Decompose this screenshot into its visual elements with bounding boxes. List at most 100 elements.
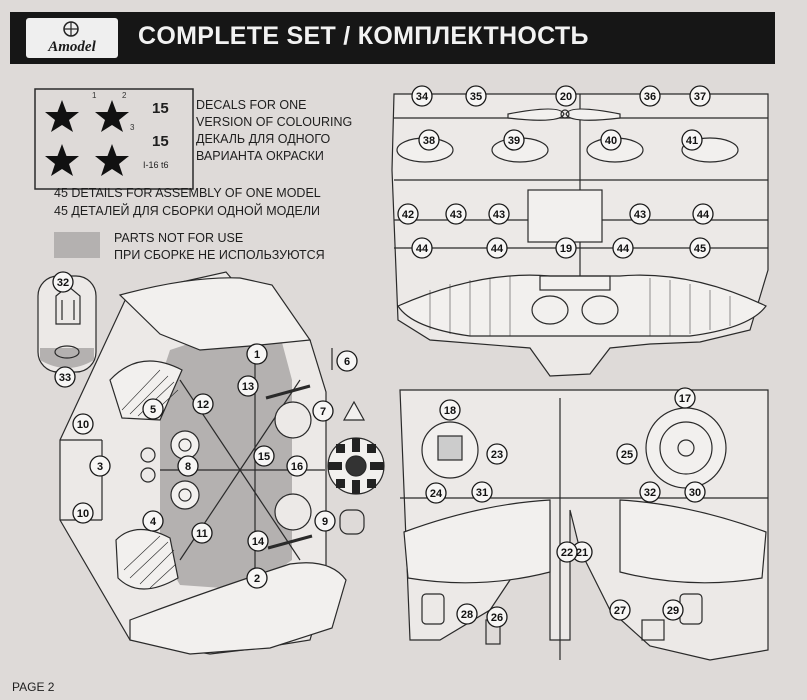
part-number-label: 1: [254, 349, 260, 361]
part-number-label: 9: [322, 516, 328, 528]
part-number-label: 44: [617, 243, 630, 255]
radial-engine: [327, 437, 385, 495]
right-top-sprue: [391, 93, 769, 377]
part-number-label: 19: [560, 243, 572, 255]
part-callout-circle: [246, 343, 268, 365]
decals-text-en-1: DECALS FOR ONE: [196, 98, 307, 112]
part-callout-circle: [425, 482, 447, 504]
part-number-label: 18: [444, 405, 456, 417]
part-callout-circle: [486, 443, 508, 465]
sprue-drawings: 1234567891010111213141516171819202122232…: [37, 85, 769, 661]
part-callout-circle: [503, 129, 525, 151]
part-number-label: 13: [242, 381, 254, 393]
part-number-label: 22: [561, 547, 573, 559]
part-callout-circle: [314, 510, 336, 532]
part-callout-circle: [54, 366, 76, 388]
part-number-label: 20: [560, 91, 572, 103]
part-callout-circle: [286, 455, 308, 477]
part-callout-circle: [192, 393, 214, 415]
decals-text-ru-1: ДЕКАЛЬ ДЛЯ ОДНОГО: [196, 132, 331, 146]
decal-number: 15: [152, 100, 169, 117]
part-number-label: 27: [614, 605, 626, 617]
part-number-label: 10: [77, 508, 89, 520]
part-callout-circle: [445, 203, 467, 225]
part-callout-circle: [629, 203, 651, 225]
part-callout-circle: [689, 237, 711, 259]
part-callout-circle: [684, 481, 706, 503]
part-number-label: 33: [59, 372, 71, 384]
part-callout-circle: [662, 599, 684, 621]
part-number-label: 26: [491, 612, 503, 624]
part-callout-circle: [89, 455, 111, 477]
part-callout-circle: [488, 203, 510, 225]
part-callout-circle: [142, 510, 164, 532]
part-callout-circle: [72, 413, 94, 435]
part-callout-circle: [674, 387, 696, 409]
part-number-label: 15: [258, 451, 270, 463]
part-callout-circle: [418, 129, 440, 151]
part-number-label: 32: [644, 487, 656, 499]
not-for-use-ru: ПРИ СБОРКЕ НЕ ИСПОЛЬЗУЮТСЯ: [114, 248, 325, 262]
part-callouts: 1234567891010111213141516171819202122232…: [52, 85, 714, 628]
part-number-label: 35: [470, 91, 482, 103]
part-callout-circle: [456, 603, 478, 625]
part-number-label: 8: [185, 461, 191, 473]
part-callout-circle: [397, 203, 419, 225]
details-count-en: 45 DETAILS FOR ASSEMBLY OF ONE MODEL: [54, 186, 321, 200]
part-callout-circle: [411, 85, 433, 107]
part-number-label: 2: [254, 573, 260, 585]
part-number-label: 44: [416, 243, 429, 255]
part-callout-circle: [639, 481, 661, 503]
part-callout-circle: [486, 237, 508, 259]
part-callout-circle: [336, 350, 358, 372]
part-number-label: 43: [450, 209, 462, 221]
part-number-label: 3: [97, 461, 103, 473]
part-callout-circle: [142, 398, 164, 420]
part-number-label: 36: [644, 91, 656, 103]
part-number-label: 11: [196, 528, 208, 540]
decal-stars: [45, 100, 129, 176]
decal-variant-label: I-16 t6: [143, 160, 169, 170]
part-number-label: 44: [697, 209, 710, 221]
part-number-label: 45: [694, 243, 706, 255]
parts-sheet: 1 2 3 15 15 I-16 t6 DECALS FOR ONE VERSI…: [10, 80, 775, 666]
part-number-label: 38: [423, 135, 435, 147]
part-number-label: 28: [461, 609, 473, 621]
part-number-label: 5: [150, 404, 156, 416]
decals-text-ru-2: ВАРИАНТА ОКРАСКИ: [196, 149, 324, 163]
part-number-label: 42: [402, 209, 414, 221]
part-callout-circle: [486, 606, 508, 628]
part-number-label: 6: [344, 356, 350, 368]
part-number-label: 34: [416, 91, 429, 103]
logo-text: Amodel: [48, 39, 96, 55]
part-number-label: 14: [252, 536, 265, 548]
part-callout-circle: [177, 455, 199, 477]
part-number-label: 39: [508, 135, 520, 147]
fuselage-half-top: [118, 277, 312, 351]
part-callout-circle: [471, 481, 493, 503]
part-callout-circle: [52, 271, 74, 293]
part-number-label: 37: [694, 91, 706, 103]
part-number-label: 40: [605, 135, 617, 147]
part-callout-circle: [600, 129, 622, 151]
part-number-label: 21: [576, 547, 588, 559]
part-callout-circle: [253, 445, 275, 467]
part-number-label: 7: [320, 406, 326, 418]
part-number-label: 12: [197, 399, 209, 411]
part-callout-circle: [609, 599, 631, 621]
page-header: Amodel COMPLETE SET / КОМПЛЕКТНОСТЬ: [10, 12, 775, 64]
part-callout-circle: [556, 541, 578, 563]
decal-label: 2: [122, 91, 127, 100]
part-callout-circle: [72, 502, 94, 524]
part-callout-circle: [411, 237, 433, 259]
decal-number: 15: [152, 133, 169, 150]
part-number-label: 43: [634, 209, 646, 221]
part-callout-circle: [681, 129, 703, 151]
part-callout-circle: [692, 203, 714, 225]
part-number-label: 30: [689, 487, 701, 499]
part-number-label: 44: [491, 243, 504, 255]
part-number-label: 23: [491, 449, 503, 461]
part-number-label: 4: [150, 516, 157, 528]
part-number-label: 29: [667, 605, 679, 617]
amodel-logo: Amodel: [26, 18, 118, 58]
